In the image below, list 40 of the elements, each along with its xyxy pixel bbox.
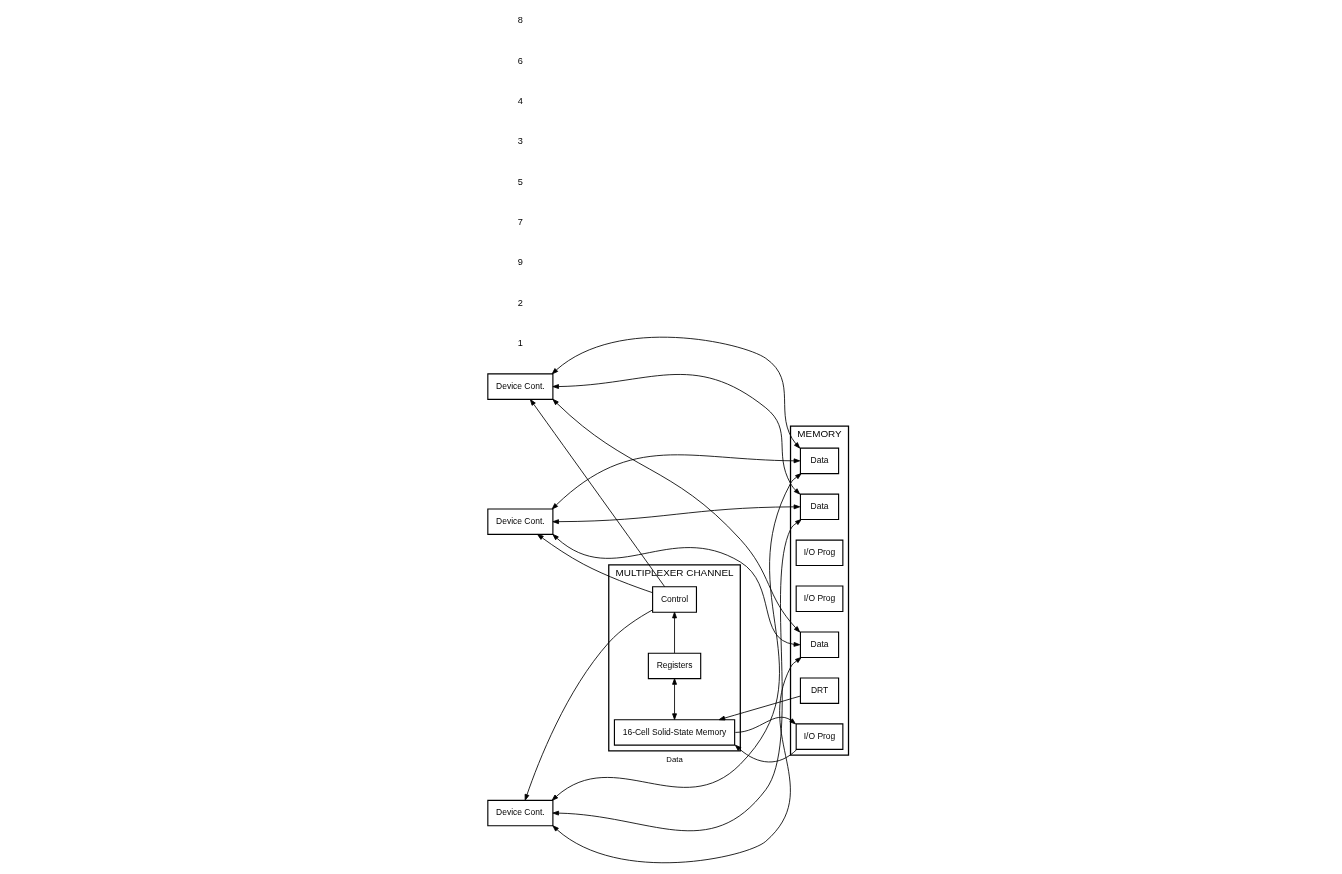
label: 8 <box>517 15 523 26</box>
arrow <box>672 611 677 654</box>
arrow <box>718 695 801 721</box>
arrow <box>552 657 802 864</box>
node-box: Data <box>799 631 840 659</box>
label: 3 <box>517 136 523 147</box>
node-box: DRT <box>799 677 840 704</box>
node-box: Control <box>652 586 698 613</box>
node-box: I/O Prog <box>795 585 844 613</box>
node-box: I/O Prog <box>795 539 844 567</box>
node-box: Device Cont. <box>487 373 554 400</box>
node-box: Device Cont. <box>487 508 554 535</box>
arrow <box>734 744 798 763</box>
node-box: Registers <box>647 652 702 680</box>
arrow <box>552 519 802 832</box>
node-box: Data <box>799 447 840 475</box>
arrow <box>551 454 801 510</box>
label: 4 <box>517 95 523 106</box>
node-box: I/O Prog <box>795 723 844 750</box>
label: 1 <box>517 337 523 348</box>
arrow <box>552 398 801 633</box>
label: 2 <box>517 297 523 308</box>
arrow <box>552 374 801 495</box>
label: 5 <box>517 176 523 187</box>
label: 7 <box>517 216 523 227</box>
arrow <box>524 609 653 801</box>
node-box: Device Cont. <box>487 799 554 827</box>
edge-label: Data <box>666 754 683 764</box>
arrow <box>552 533 801 647</box>
arrow <box>537 534 653 594</box>
node-box: Data <box>799 493 840 521</box>
arrow <box>552 504 801 525</box>
arrow <box>551 473 802 801</box>
node-box: 16-Cell Solid-State Memory <box>613 719 736 746</box>
arrow <box>529 399 666 588</box>
label: 9 <box>517 257 523 268</box>
label: 6 <box>517 55 523 66</box>
arrow <box>734 716 796 733</box>
arrow <box>551 336 801 449</box>
arrow <box>672 678 677 720</box>
